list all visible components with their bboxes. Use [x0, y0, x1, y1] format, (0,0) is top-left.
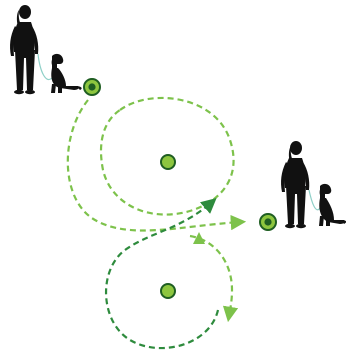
leash [37, 53, 53, 81]
end-point [259, 213, 277, 231]
start-point [83, 78, 101, 96]
lower-outer-loop [104, 197, 220, 350]
upper-turn-center [160, 154, 176, 170]
person-icon [281, 141, 310, 229]
upper-inner-loop [99, 96, 235, 216]
lower-turn-center [160, 283, 176, 299]
handler-with-dog-right [281, 141, 346, 229]
upper-outer-loop [66, 99, 247, 232]
lower-inner-loop [189, 234, 239, 323]
crossing-arrow [193, 232, 205, 244]
leash [308, 189, 321, 211]
dog-icon [51, 53, 82, 93]
handler-with-dog-left [10, 5, 82, 95]
person-icon [10, 5, 39, 95]
dog-icon [319, 183, 346, 226]
